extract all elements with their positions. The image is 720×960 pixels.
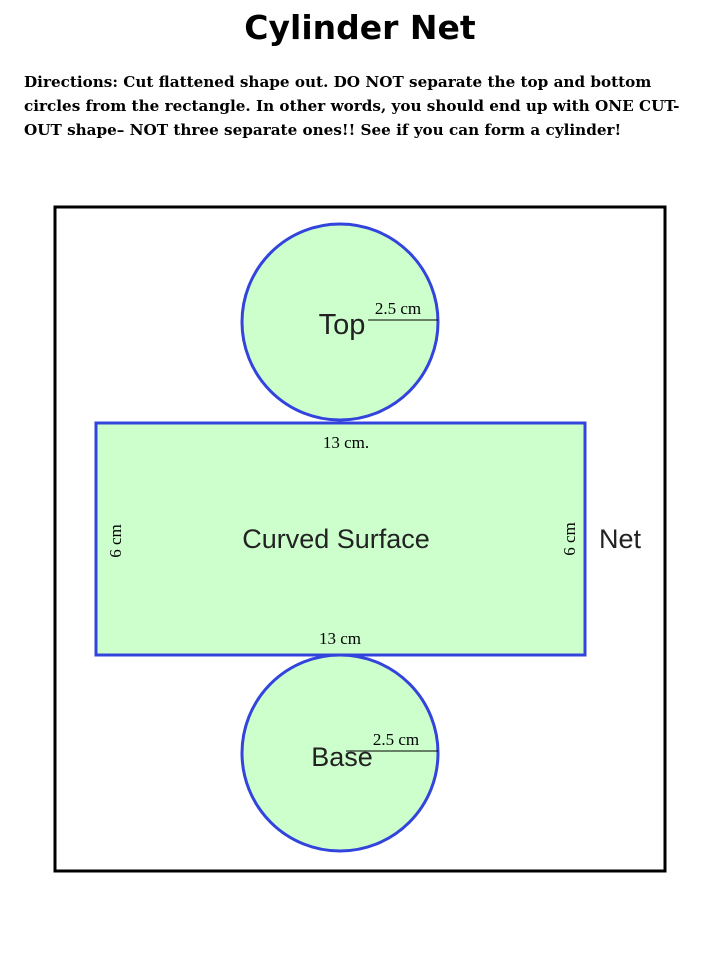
page-title: Cylinder Net (244, 8, 476, 47)
rect-right-height: 6 cm (560, 522, 579, 556)
base-label: Base (311, 742, 373, 772)
diagram-frame (53, 205, 667, 873)
top-label: Top (319, 309, 366, 341)
base-circle (240, 653, 440, 853)
base-radius-label: 2.5 cm (373, 730, 419, 749)
curved-surface-label: Curved Surface (242, 524, 430, 554)
top-radius-label: 2.5 cm (375, 299, 421, 318)
top-circle (240, 222, 440, 422)
rect-left-height: 6 cm (106, 524, 125, 558)
net-label: Net (599, 524, 642, 554)
directions-text: Directions: Cut flattened shape out. DO … (24, 73, 680, 139)
rect-bottom-length: 13 cm (319, 629, 361, 648)
rect-top-length: 13 cm. (323, 433, 369, 452)
